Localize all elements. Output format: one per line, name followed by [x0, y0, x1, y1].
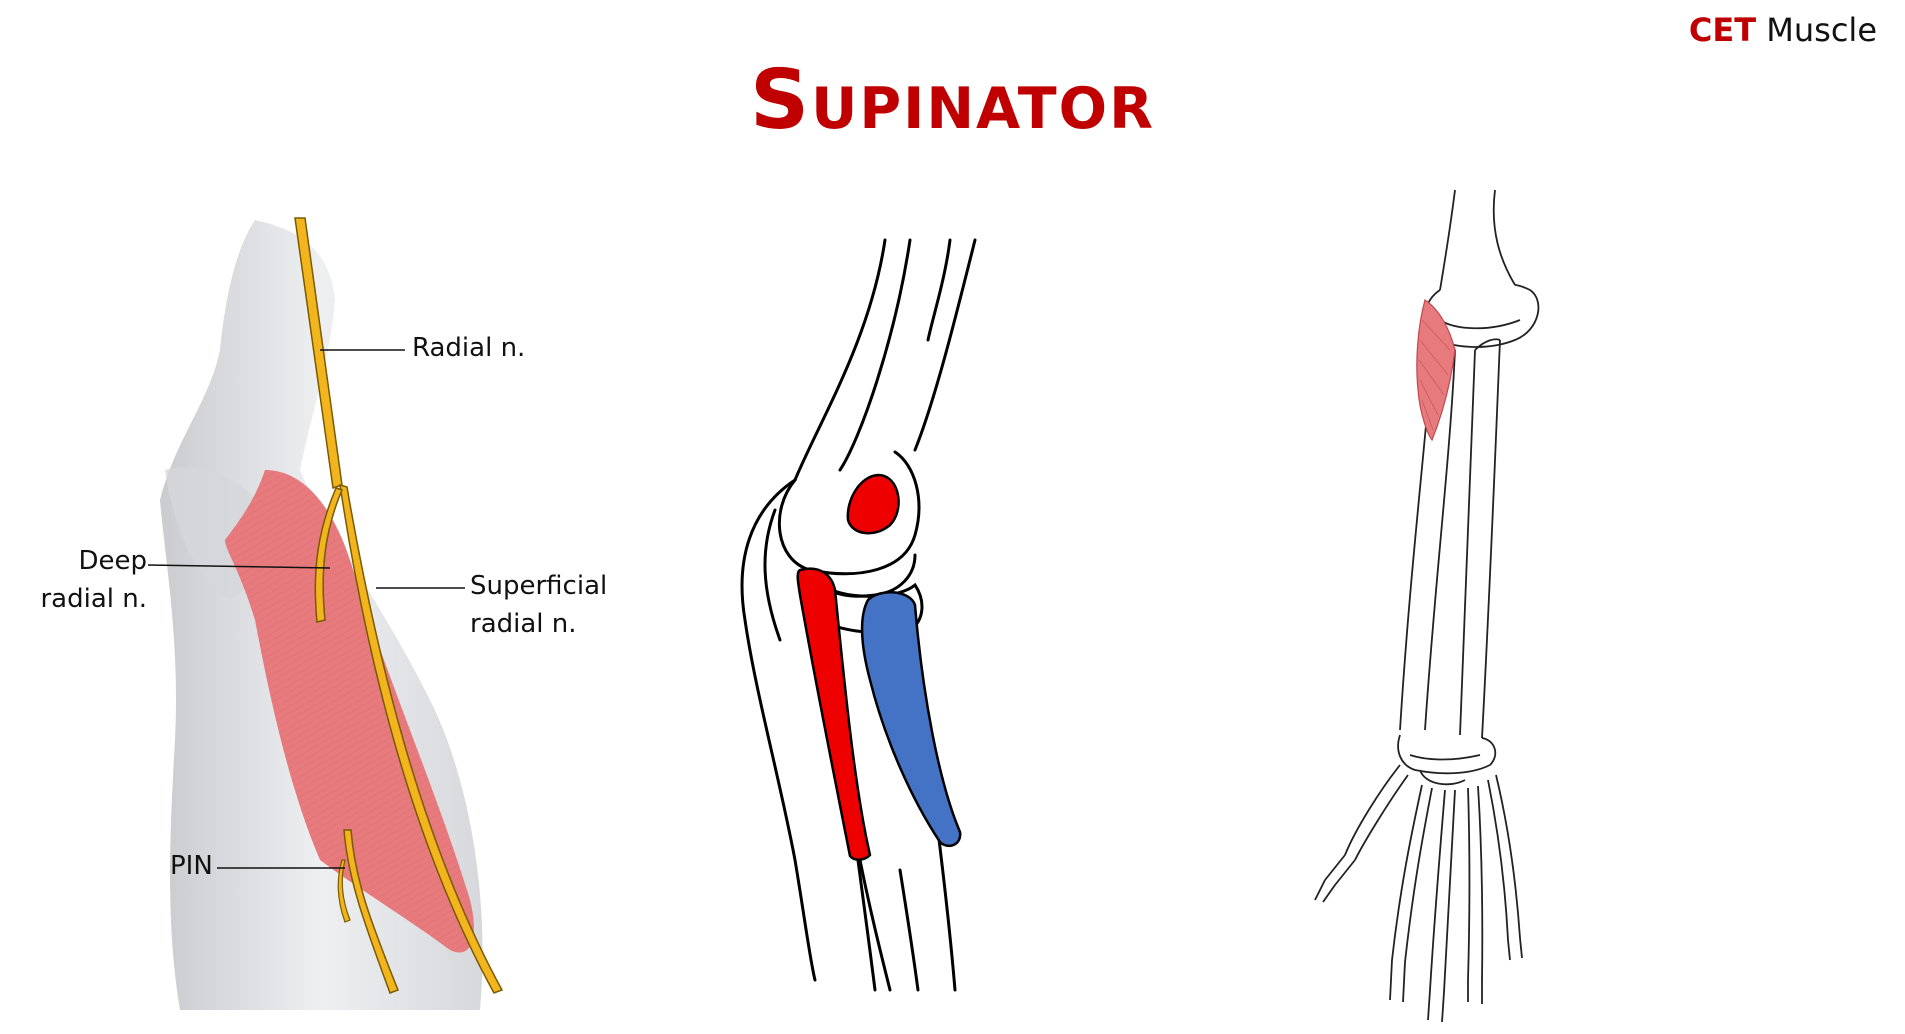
- deep-radial-nerve: [314, 487, 344, 623]
- forearm-skeleton: [1314, 189, 1540, 1023]
- deep-radial-nerve-label: Deep radial n.: [20, 543, 147, 618]
- attachment-diagram-panel: [700, 220, 1040, 992]
- interosseous-line: [858, 858, 892, 992]
- radial-nerve-label: Radial n.: [412, 333, 526, 363]
- humerus-outline: [793, 238, 887, 482]
- brand-rest: Muscle: [1756, 11, 1877, 49]
- supinator-insertion-radius: [860, 591, 962, 848]
- ulnar-head: [1474, 338, 1501, 351]
- little-finger: [1487, 774, 1523, 961]
- trochlea: [1439, 319, 1521, 330]
- deep-nerve-leader: [147, 564, 331, 569]
- superficial-radial-nerve: [339, 483, 504, 994]
- middle-finger: [1427, 789, 1456, 1023]
- thumb: [1314, 764, 1409, 903]
- superficial-radial-nerve-label: Superficial radial n.: [470, 568, 607, 643]
- humerus-inner-outline: [838, 238, 912, 472]
- deep-label-line1: Deep: [78, 546, 147, 576]
- index-finger: [1389, 784, 1433, 1003]
- superficial-label-line2: radial n.: [470, 608, 577, 639]
- brand-tag: CET Muscle: [1689, 14, 1877, 46]
- supinator-origin-epicondyle: [846, 473, 900, 535]
- humerus-ridge: [926, 238, 952, 342]
- attachment-diagram: [740, 238, 977, 992]
- supinator-muscle-overlay: [1416, 299, 1456, 442]
- carpals: [1397, 734, 1497, 786]
- olecranon-outline: [740, 478, 817, 982]
- skeleton-diagram-panel: [1250, 189, 1580, 1030]
- humerus-back-outline: [913, 238, 977, 452]
- pin-branch: [337, 859, 351, 923]
- posterior-interosseous-nerve: [343, 829, 399, 994]
- deep-label-line2: radial n.: [40, 583, 147, 614]
- ulna: [1459, 339, 1501, 739]
- superficial-label-line1: Superficial: [470, 571, 608, 601]
- shaft-inner-line: [898, 868, 920, 992]
- nerve-diagram-panel: Radial n. Deep radial n. Superficial rad…: [0, 0, 640, 1030]
- nerve-diagram: [147, 217, 504, 1010]
- page-title: Supinator: [750, 53, 1155, 148]
- muscle-fibers: [225, 470, 474, 953]
- humerus: [1439, 189, 1516, 291]
- supinator-origin-ulna: [796, 567, 872, 861]
- supinator-overlay-fibers: [1418, 319, 1451, 431]
- ring-finger: [1467, 785, 1484, 1004]
- brand-accent: CET: [1688, 11, 1757, 49]
- olecranon-inner: [763, 508, 782, 642]
- lateral-epicondyle-outline: [777, 450, 921, 576]
- pin-label: PIN: [170, 851, 213, 881]
